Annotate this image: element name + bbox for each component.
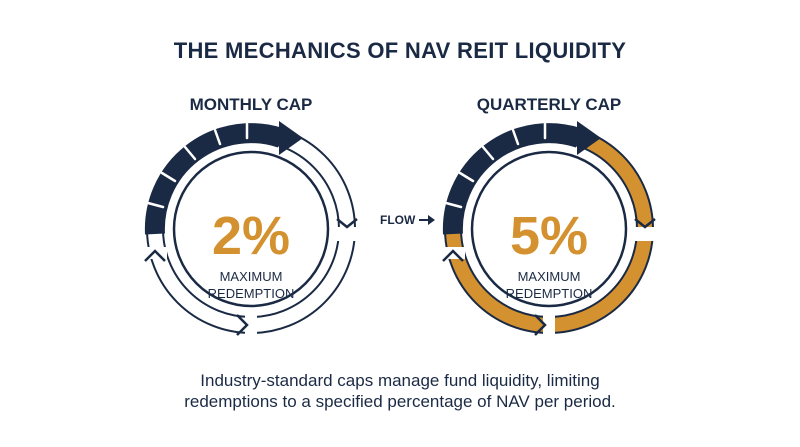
- arrow-right-icon: [419, 215, 436, 225]
- quarterly-cap-label: QUARTERLY CAP: [476, 95, 622, 114]
- quarterly-cap-description: MAXIMUM REDEMPTION: [434, 268, 664, 302]
- caption-line1: Industry-standard caps manage fund liqui…: [200, 371, 600, 390]
- flow-indicator: FLOW: [380, 213, 436, 227]
- monthly-sub-line2: REDEMPTION: [207, 286, 295, 301]
- caption: Industry-standard caps manage fund liqui…: [0, 370, 800, 412]
- quarterly-cap-value: 5%: [509, 206, 589, 266]
- flow-label: FLOW: [380, 213, 416, 227]
- monthly-cap-gauge: MONTHLY CAP: [136, 95, 366, 341]
- caption-line2: redemptions to a specified percentage of…: [184, 392, 616, 411]
- monthly-cap-label: MONTHLY CAP: [189, 95, 313, 114]
- page-title: THE MECHANICS OF NAV REIT LIQUIDITY: [173, 38, 627, 63]
- quarterly-sub-line1: MAXIMUM: [517, 269, 581, 284]
- quarterly-ring: [441, 121, 657, 337]
- quarterly-sub-line2: REDEMPTION: [505, 286, 593, 301]
- monthly-sub-line1: MAXIMUM: [219, 269, 283, 284]
- quarterly-cap-gauge: QUARTERLY CAP: [434, 95, 664, 341]
- monthly-cap-description: MAXIMUM REDEMPTION: [136, 268, 366, 302]
- monthly-cap-value: 2%: [211, 206, 291, 266]
- monthly-ring: [143, 121, 359, 337]
